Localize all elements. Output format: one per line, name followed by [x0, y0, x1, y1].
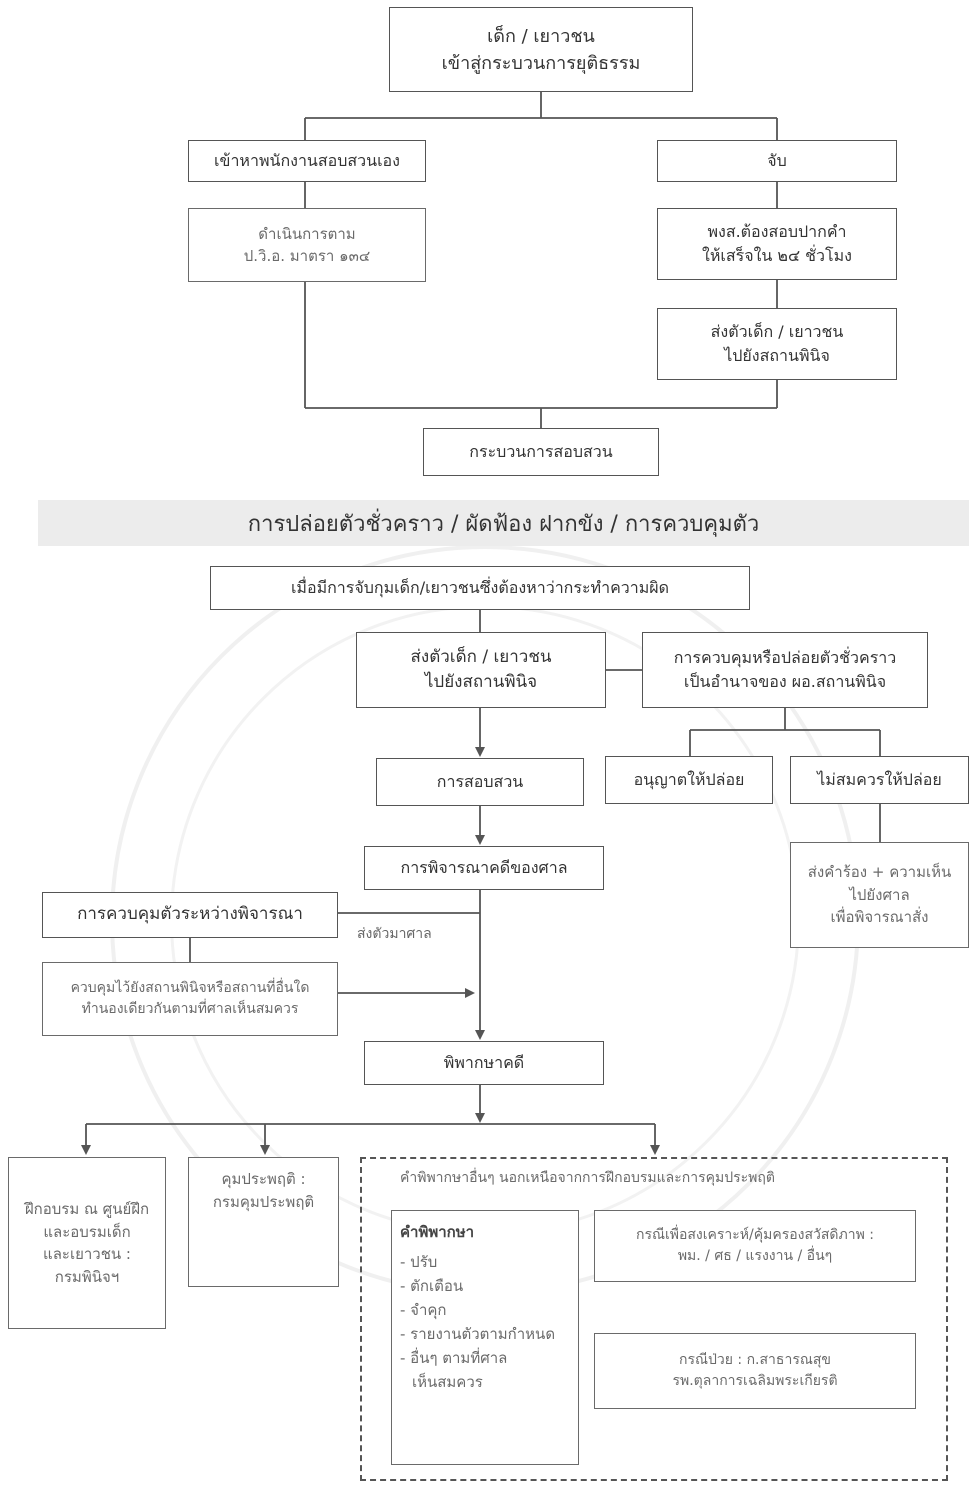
welfare-line1: กรณีเพื่อสงเคราะห์/คุ้มครองสวัสดิภาพ : — [635, 1227, 875, 1243]
custody-detail-line1: ควบคุมไว้ยังสถานพินิจหรือสถานที่อื่นใด — [70, 980, 310, 996]
proceed-line2: ป.วิ.อ. มาตรา ๑๓๔ — [243, 247, 371, 265]
send-middle-line1: ส่งตัวเด็ก / เยาวชน — [410, 646, 552, 667]
judgment-label: พิพากษาคดี — [443, 1053, 525, 1072]
verdict-item: - จำคุก — [400, 1300, 447, 1319]
section-band — [38, 500, 969, 546]
arrest-label: จับ — [767, 151, 787, 170]
illness-box: กรณีป่วย : ก.สาธารณสุข รพ.ตุลาการเฉลิมพร… — [594, 1333, 916, 1409]
training-line2: และอบรมเด็ก — [43, 1222, 131, 1241]
allow-release-label: อนุญาตให้ปล่อย — [633, 770, 745, 789]
interrogate-line2: ให้เสร็จใน ๒๔ ชั่วโมง — [702, 246, 852, 265]
allow-release-box: อนุญาตให้ปล่อย — [605, 756, 773, 804]
petition-line3: เพื่อพิจารณาสั่ง — [830, 908, 929, 927]
send-top-line2: ไปยังสถานพินิจ — [724, 346, 830, 365]
not-release-label: ไม่สมควรให้ปล่อย — [817, 770, 942, 789]
verdict-item: เห็นสมควร — [412, 1372, 483, 1391]
investigation-label: การสอบสวน — [436, 772, 524, 791]
send-box-middle: ส่งตัวเด็ก / เยาวชน ไปยังสถานพินิจ — [356, 632, 606, 708]
illness-line1: กรณีป่วย : ก.สาธารณสุข — [679, 1352, 831, 1368]
verdict-title: คำพิพากษา — [400, 1223, 475, 1241]
bring-to-court-label: ส่งตัวมาศาล — [357, 926, 432, 942]
when-arrested-label: เมื่อมีการจับกุมเด็ก/เยาวชนซึ่งต้องหาว่า… — [290, 578, 670, 597]
training-line1: ฝึกอบรม ณ ศูนย์ฝึก — [24, 1200, 150, 1218]
petition-box: ส่งคำร้อง + ความเห็น ไปยังศาล เพื่อพิจาร… — [790, 842, 969, 948]
court-trial-box: การพิจารณาคดีของศาล — [364, 846, 604, 890]
start-box: เด็ก / เยาวชน เข้าสู่กระบวนการยุติธรรม — [389, 7, 693, 92]
self-surrender-box: เข้าหาพนักงานสอบสวนเอง — [188, 140, 426, 182]
interrogate-line1: พงส.ต้องสอบปากคำ — [707, 222, 847, 241]
proceed-box: ดำเนินการตาม ป.วิ.อ. มาตรา ๑๓๔ — [188, 208, 426, 282]
start-line1: เด็ก / เยาวชน — [487, 25, 595, 47]
custody-during-label: การควบคุมตัวระหว่างพิจารณา — [77, 904, 303, 925]
custody-detail-line2: ทำนองเดียวกันตามที่ศาลเห็นสมควร — [81, 1001, 299, 1017]
interrogate-box: พงส.ต้องสอบปากคำ ให้เสร็จใน ๒๔ ชั่วโมง — [657, 208, 897, 280]
verdict-item: - ปรับ — [400, 1252, 438, 1271]
welfare-line2: พม. / ศธ / แรงงาน / อื่นๆ — [677, 1248, 833, 1264]
judgment-box: พิพากษาคดี — [364, 1041, 604, 1085]
petition-line2: ไปยังศาล — [849, 885, 910, 904]
other-judgments-caption: คำพิพากษาอื่นๆ นอกเหนือจากการฝึกอบรมและก… — [400, 1170, 775, 1186]
send-middle-line2: ไปยังสถานพินิจ — [424, 672, 538, 692]
send-top-line1: ส่งตัวเด็ก / เยาวชน — [710, 322, 844, 341]
training-box: ฝึกอบรม ณ ศูนย์ฝึก และอบรมเด็ก และเยาวชน… — [8, 1157, 166, 1329]
self-surrender-label: เข้าหาพนักงานสอบสวนเอง — [214, 151, 400, 170]
verdict-item: - อื่นๆ ตามที่ศาล — [400, 1348, 508, 1367]
probation-box: คุมประพฤติ : กรมคุมประพฤติ — [188, 1157, 339, 1287]
not-release-box: ไม่สมควรให้ปล่อย — [790, 756, 969, 804]
send-box-top: ส่งตัวเด็ก / เยาวชน ไปยังสถานพินิจ — [657, 308, 897, 380]
authority-box: การควบคุมหรือปล่อยตัวชั่วคราว เป็นอำนาจข… — [642, 632, 928, 708]
welfare-box: กรณีเพื่อสงเคราะห์/คุ้มครองสวัสดิภาพ : พ… — [594, 1210, 916, 1282]
custody-during-box: การควบคุมตัวระหว่างพิจารณา — [42, 892, 338, 938]
investigation-process-label: กระบวนการสอบสวน — [469, 442, 613, 461]
probation-line1: คุมประพฤติ : — [221, 1170, 306, 1188]
petition-line1: ส่งคำร้อง + ความเห็น — [807, 863, 952, 882]
investigation-process-box: กระบวนการสอบสวน — [423, 428, 659, 476]
section-title: การปล่อยตัวชั่วคราว / ผัดฟ้อง ฝากขัง / ก… — [247, 511, 760, 537]
arrest-box: จับ — [657, 140, 897, 182]
proceed-line1: ดำเนินการตาม — [258, 224, 356, 243]
other-judgments-group — [360, 1157, 948, 1481]
court-trial-label: การพิจารณาคดีของศาล — [400, 858, 568, 877]
training-line4: กรมพินิจฯ — [54, 1267, 120, 1286]
probation-line2: กรมคุมประพฤติ — [212, 1192, 315, 1211]
verdict-item: - ตักเตือน — [400, 1276, 464, 1295]
start-line2: เข้าสู่กระบวนการยุติธรรม — [441, 52, 641, 74]
authority-line1: การควบคุมหรือปล่อยตัวชั่วคราว — [673, 648, 897, 667]
custody-detail-box: ควบคุมไว้ยังสถานพินิจหรือสถานที่อื่นใด ท… — [42, 962, 338, 1036]
authority-line2: เป็นอำนาจของ ผอ.สถานพินิจ — [683, 672, 887, 691]
investigation-box: การสอบสวน — [376, 758, 584, 806]
training-line3: และเยาวชน : — [43, 1245, 131, 1263]
verdict-box: คำพิพากษา - ปรับ - ตักเตือน - จำคุก - รา… — [391, 1210, 579, 1465]
illness-line2: รพ.ตุลาการเฉลิมพระเกียรติ — [672, 1373, 838, 1389]
verdict-item: - รายงานตัวตามกำหนด — [400, 1324, 556, 1343]
when-arrested-box: เมื่อมีการจับกุมเด็ก/เยาวชนซึ่งต้องหาว่า… — [210, 566, 750, 610]
